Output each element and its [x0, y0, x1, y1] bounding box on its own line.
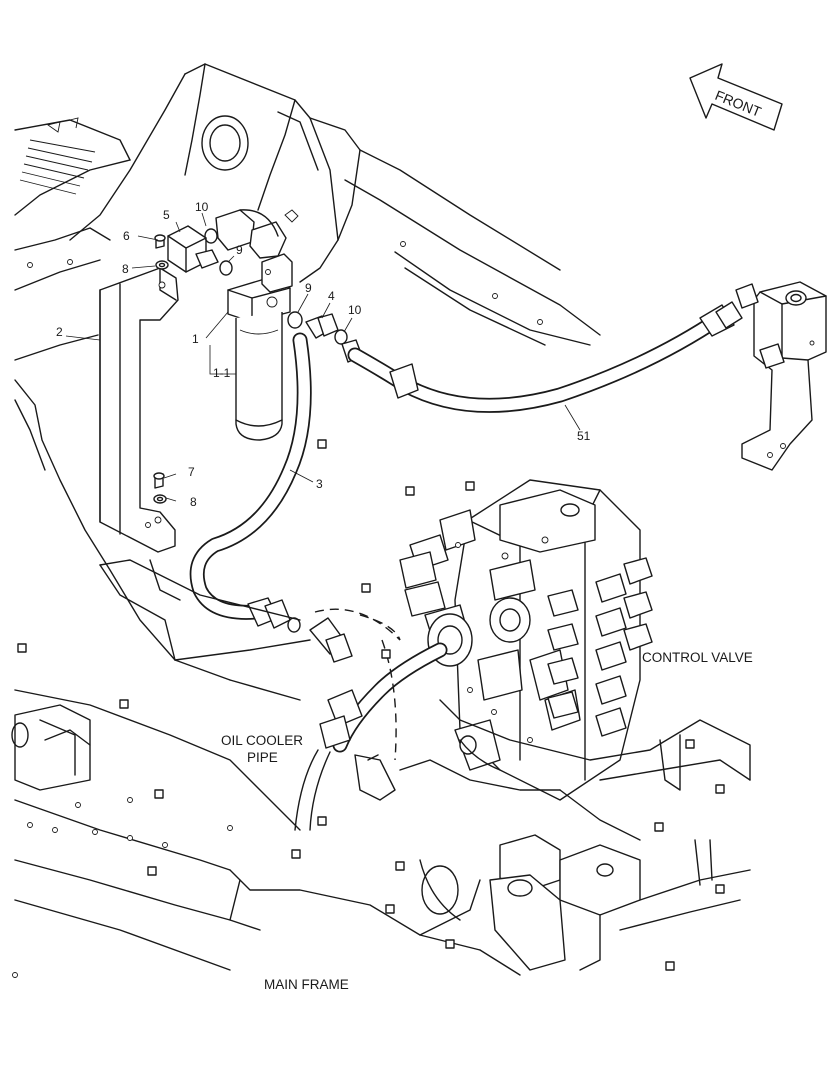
front-arrow — [689, 63, 783, 131]
callout-5: 5 — [163, 208, 170, 222]
callout-10-upper: 10 — [195, 200, 209, 214]
callout-1-1: 1-1 — [213, 366, 231, 380]
control-valve — [399, 479, 653, 801]
callout-51: 51 — [577, 429, 591, 443]
oil-cooler-pipe-label-2: PIPE — [247, 750, 278, 765]
callout-8-lower: 8 — [190, 495, 197, 509]
spool-caps — [547, 557, 653, 737]
callout-2: 2 — [56, 325, 63, 339]
upper-frame-rail — [344, 149, 601, 346]
right-bracket — [735, 281, 827, 471]
main-frame-label: MAIN FRAME — [264, 977, 349, 992]
callout-1: 1 — [192, 332, 199, 346]
elbow-fittings — [154, 209, 287, 276]
hose-51 — [347, 301, 743, 413]
callout-6: 6 — [123, 229, 130, 243]
oil-cooler-pipe — [294, 608, 448, 831]
leader-lines — [65, 212, 581, 502]
oil-cooler-pipe-label-1: OIL COOLER — [221, 733, 303, 748]
callout-3: 3 — [316, 477, 323, 491]
callout-7: 7 — [188, 465, 195, 479]
oil-filter — [227, 253, 293, 441]
bolt-washer-lower — [153, 472, 167, 504]
hose-3 — [189, 332, 312, 633]
track-frame-left — [14, 117, 176, 661]
callout-4: 4 — [328, 289, 335, 303]
boom-bracket — [69, 63, 361, 283]
callout-8-upper: 8 — [122, 262, 129, 276]
callout-10-right: 10 — [348, 303, 362, 317]
nut-markers — [17, 439, 725, 971]
cooler-bracket — [99, 267, 179, 553]
callout-9-upper: 9 — [236, 243, 243, 257]
callout-9-right: 9 — [305, 281, 312, 295]
control-valve-label: CONTROL VALVE — [642, 650, 753, 665]
main-frame — [11, 559, 751, 978]
